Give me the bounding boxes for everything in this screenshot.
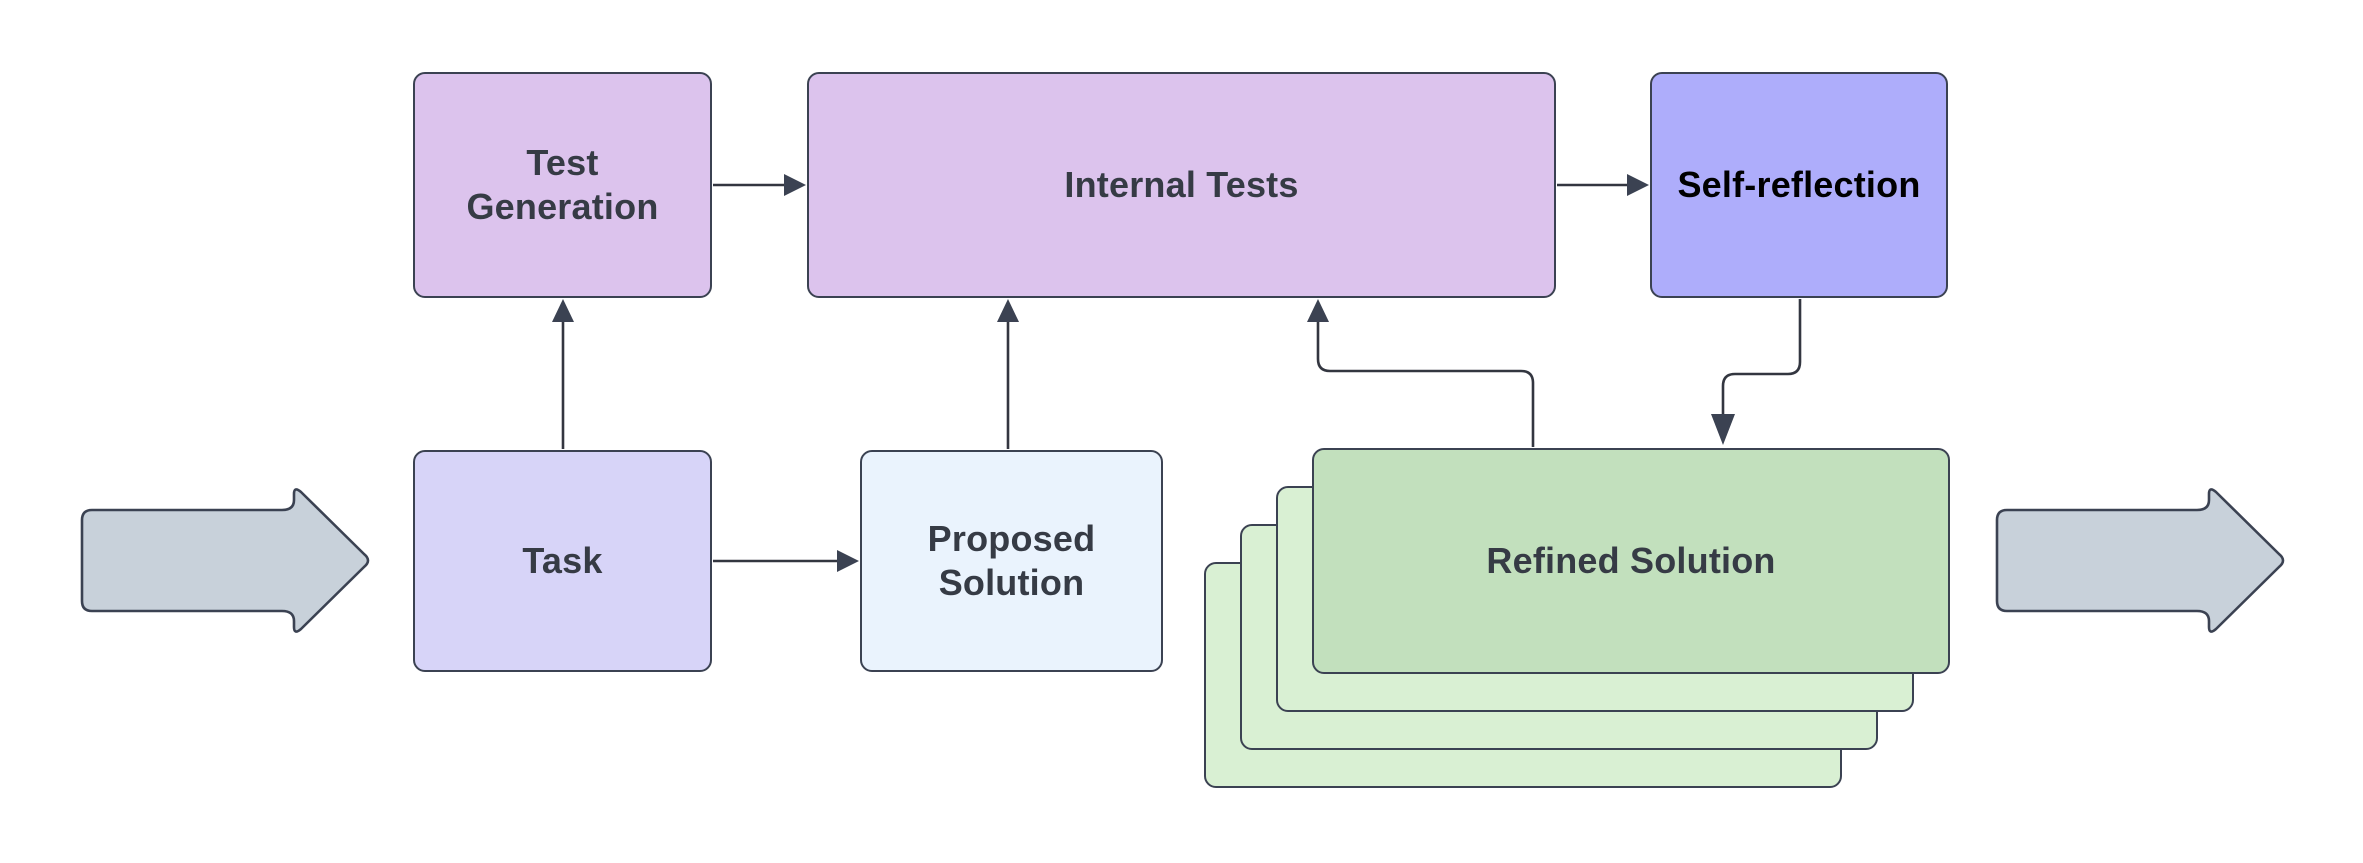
- edge-selfreflection-to-refined: [1711, 299, 1802, 445]
- node-refined-solution[interactable]: Refined Solution: [1312, 448, 1950, 674]
- node-proposed-solution[interactable]: Proposed Solution: [860, 450, 1163, 672]
- edge-internaltests-to-selfreflection: [1557, 174, 1649, 196]
- edge-testgen-to-internaltests: [713, 174, 806, 196]
- edge-task-to-proposed: [713, 550, 859, 572]
- node-internal-tests-label: Internal Tests: [1064, 164, 1299, 206]
- node-self-reflection-label: Self-reflection: [1677, 164, 1921, 206]
- node-task-label: Task: [522, 540, 603, 582]
- node-test-generation-label: Test Generation: [466, 142, 659, 227]
- node-refined-solution-label: Refined Solution: [1486, 540, 1776, 582]
- node-test-generation[interactable]: Test Generation: [413, 72, 712, 298]
- edge-refined-to-internaltests: [1307, 299, 1535, 447]
- node-task[interactable]: Task: [413, 450, 712, 672]
- node-self-reflection[interactable]: Self-reflection: [1650, 72, 1948, 298]
- edge-proposed-to-internaltests: [997, 299, 1019, 449]
- node-proposed-solution-label: Proposed Solution: [927, 518, 1096, 603]
- output-block-arrow: [1987, 488, 2287, 633]
- node-internal-tests[interactable]: Internal Tests: [807, 72, 1556, 298]
- input-block-arrow: [72, 488, 372, 633]
- edge-task-to-testgen: [552, 299, 574, 449]
